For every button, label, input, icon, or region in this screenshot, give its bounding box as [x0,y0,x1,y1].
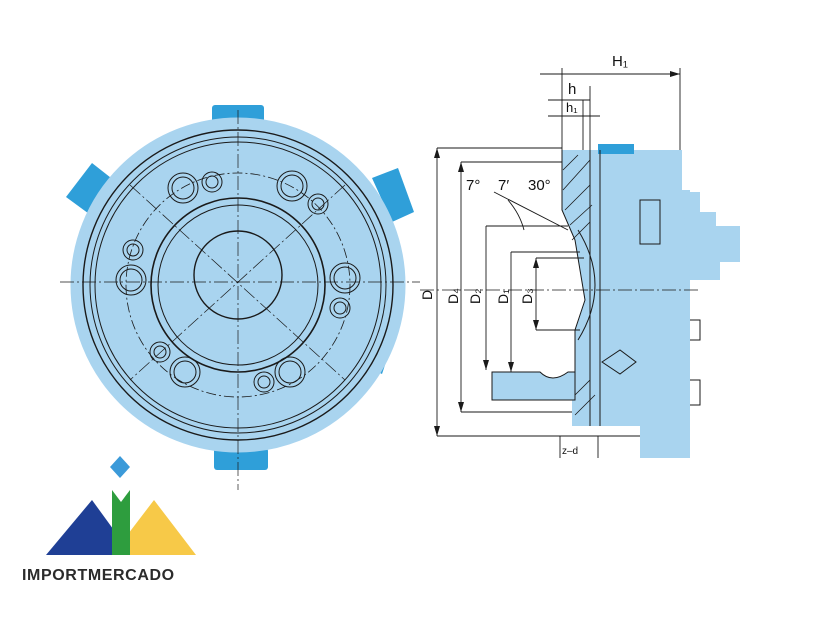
side-body [560,150,690,458]
bolt-group-bottom-left [149,341,201,388]
dimension-lines [436,68,681,458]
bolt-group-top-left [167,171,223,204]
logo-green-bar [112,490,130,555]
side-top-boss [598,144,634,154]
bolt-group-left [115,239,147,296]
logo-blue-triangle [46,500,132,555]
label-D3: D₃ [519,288,535,304]
bolt-group-right [329,262,361,319]
side-jaws [682,192,740,280]
jaw-bottom [214,448,268,470]
importmercado-logo [46,456,196,555]
side-inner-arc [577,229,596,341]
logo-yellow-triangle [112,500,196,555]
front-view [60,105,420,490]
bolt-holes [115,170,361,393]
dimension-labels: H₁ h h₁ 7° 7′ 30° D D₄ D₂ D₁ D₃ z–d [419,53,628,457]
label-D: D [419,290,435,300]
label-D2: D₂ [467,288,483,304]
bolt-group-bottom-right [253,356,306,393]
side-jaw-steps [639,199,701,406]
front-centre-lines [60,110,420,490]
jaw-upper-left [66,163,120,219]
side-view [420,68,740,458]
label-angle-7min: 7′ [498,177,509,194]
side-outline [561,150,601,426]
jaw-upper-right [372,168,414,222]
label-D4: D₄ [445,288,461,304]
logo-green-notch [112,490,130,502]
label-D1: D₁ [495,289,511,304]
logo-diamond-icon [110,456,130,478]
label-h1: h₁ [566,100,578,115]
side-key [601,349,637,375]
side-spindle [491,371,576,401]
label-h: h [568,81,576,98]
side-section-hatch [562,154,596,416]
label-angle-30deg: 30° [528,177,551,194]
brand-name: IMPORTMERCADO [22,567,175,584]
label-H1: H₁ [612,53,628,70]
label-angle-7deg: 7° [466,177,480,194]
dimension-arrows [434,71,680,436]
label-zd: z–d [562,446,578,457]
